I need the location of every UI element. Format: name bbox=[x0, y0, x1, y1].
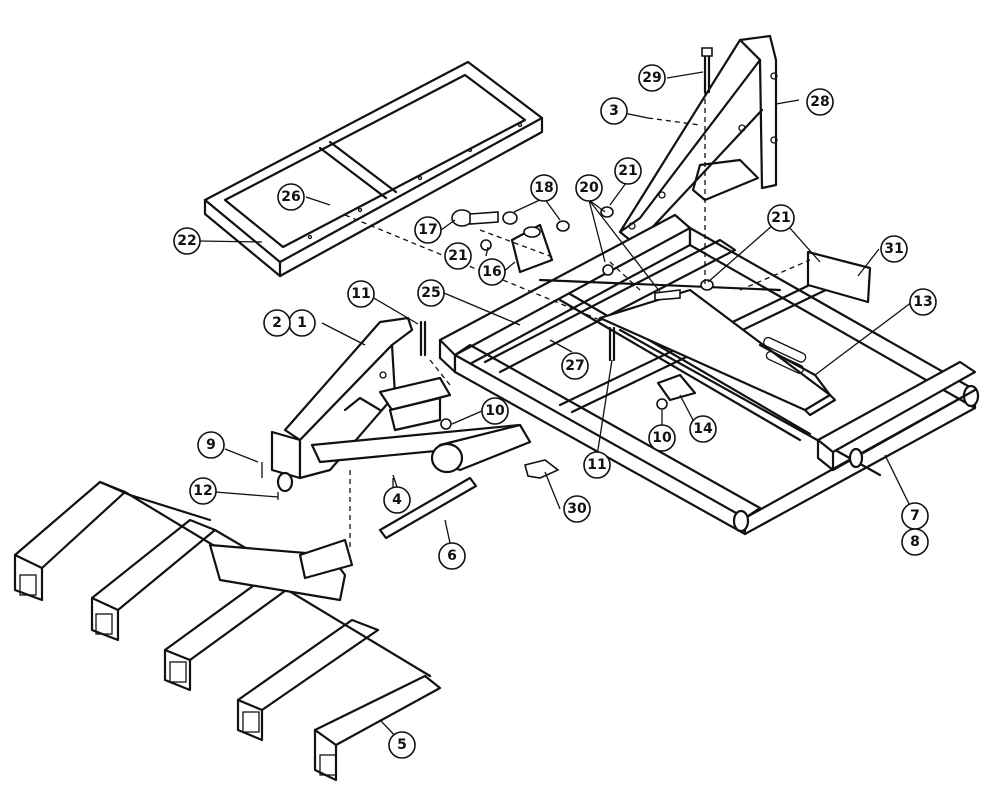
callout-4: 4 bbox=[383, 486, 411, 514]
callout-11-frame: 11 bbox=[583, 451, 611, 479]
callout-29: 29 bbox=[638, 64, 666, 92]
callout-18: 18 bbox=[530, 174, 558, 202]
callout-5: 5 bbox=[388, 731, 416, 759]
pins-and-bolts bbox=[261, 47, 713, 540]
callout-21-mast: 21 bbox=[614, 157, 642, 185]
callout-6: 6 bbox=[438, 542, 466, 570]
frame-22 bbox=[203, 60, 544, 278]
svg-text:26: 26 bbox=[281, 189, 300, 205]
hitch-tower-1 bbox=[270, 316, 532, 493]
callout-21-right: 21 bbox=[767, 204, 795, 232]
svg-text:12: 12 bbox=[193, 483, 212, 499]
svg-text:21: 21 bbox=[618, 163, 637, 179]
callout-25: 25 bbox=[417, 279, 445, 307]
callout-3: 3 bbox=[600, 97, 628, 125]
svg-text:10: 10 bbox=[652, 430, 672, 446]
callout-28: 28 bbox=[806, 88, 834, 116]
callout-12: 12 bbox=[189, 477, 217, 505]
shank-bar-5 bbox=[13, 480, 442, 782]
svg-text:31: 31 bbox=[884, 241, 903, 257]
svg-text:29: 29 bbox=[642, 70, 661, 86]
svg-text:21: 21 bbox=[771, 210, 790, 226]
callout-1: 1 bbox=[288, 309, 316, 337]
svg-text:9: 9 bbox=[206, 437, 216, 453]
svg-text:6: 6 bbox=[447, 548, 457, 564]
callout-30: 30 bbox=[563, 495, 591, 523]
svg-text:8: 8 bbox=[910, 534, 920, 550]
svg-text:11: 11 bbox=[587, 457, 606, 473]
callout-31: 31 bbox=[880, 235, 908, 263]
callout-26: 26 bbox=[277, 183, 305, 211]
callout-13: 13 bbox=[909, 288, 937, 316]
svg-text:3: 3 bbox=[609, 103, 619, 119]
callout-20: 20 bbox=[575, 174, 603, 202]
svg-text:13: 13 bbox=[913, 294, 932, 310]
callout-7: 7 bbox=[901, 502, 929, 530]
svg-text:21: 21 bbox=[448, 248, 467, 264]
callout-10-hitch: 10 bbox=[481, 397, 509, 425]
hardware-group bbox=[440, 206, 872, 430]
svg-text:30: 30 bbox=[567, 501, 587, 517]
callout-27: 27 bbox=[561, 352, 589, 380]
svg-text:25: 25 bbox=[421, 285, 440, 301]
svg-text:11: 11 bbox=[351, 286, 370, 302]
bracket-14 bbox=[656, 373, 697, 402]
svg-text:1: 1 bbox=[297, 315, 307, 331]
callout-16: 16 bbox=[478, 258, 506, 286]
mast-28 bbox=[618, 34, 778, 242]
callout-11-hitch: 11 bbox=[347, 280, 375, 308]
svg-text:28: 28 bbox=[810, 94, 829, 110]
callout-14: 14 bbox=[689, 415, 717, 443]
svg-text:18: 18 bbox=[534, 180, 553, 196]
leader-lines bbox=[197, 71, 913, 744]
assembly-lines bbox=[344, 90, 811, 550]
svg-text:22: 22 bbox=[177, 233, 196, 249]
callout-17: 17 bbox=[414, 216, 442, 244]
svg-text:17: 17 bbox=[418, 222, 437, 238]
svg-text:10: 10 bbox=[485, 403, 505, 419]
callout-8: 8 bbox=[901, 528, 929, 556]
svg-text:4: 4 bbox=[392, 492, 402, 508]
svg-text:27: 27 bbox=[565, 358, 584, 374]
callout-10-frame: 10 bbox=[648, 424, 676, 452]
svg-text:7: 7 bbox=[910, 508, 920, 524]
callout-2: 2 bbox=[263, 309, 291, 337]
callout-22: 22 bbox=[173, 227, 201, 255]
callout-9: 9 bbox=[197, 431, 225, 459]
callout-21-group: 21 bbox=[444, 242, 472, 270]
svg-text:5: 5 bbox=[397, 737, 407, 753]
svg-text:16: 16 bbox=[482, 264, 501, 280]
callout-2-text: 2 bbox=[272, 315, 282, 331]
svg-text:14: 14 bbox=[693, 421, 713, 437]
svg-text:20: 20 bbox=[579, 180, 599, 196]
